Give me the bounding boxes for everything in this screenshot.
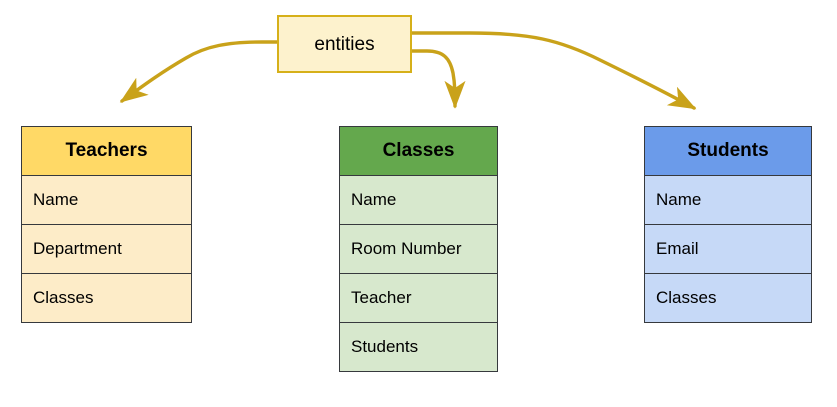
entity-field-row: Teacher (339, 274, 498, 323)
entity-title-students: Students (644, 126, 812, 176)
entity-field-row: Classes (644, 274, 812, 323)
connector-entities-to-teachers (119, 40, 279, 103)
entity-field-row: Email (644, 225, 812, 274)
entity-table-teachers[interactable]: Teachers Name Department Classes (21, 126, 192, 323)
entity-table-students[interactable]: Students Name Email Classes (644, 126, 812, 323)
entity-field-row: Name (644, 176, 812, 225)
connector-entities-to-classes (410, 49, 466, 109)
connector-entities-to-students (410, 31, 697, 110)
entity-table-classes[interactable]: Classes Name Room Number Teacher Student… (339, 126, 498, 372)
entity-field-row: Name (21, 176, 192, 225)
entity-title-teachers: Teachers (21, 126, 192, 176)
entity-field-row: Department (21, 225, 192, 274)
root-node-entities[interactable]: entities (277, 15, 412, 73)
entity-field-row: Room Number (339, 225, 498, 274)
entity-title-classes: Classes (339, 126, 498, 176)
root-node-label: entities (314, 33, 375, 55)
entity-field-row: Name (339, 176, 498, 225)
entity-field-row: Students (339, 323, 498, 372)
entity-field-row: Classes (21, 274, 192, 323)
